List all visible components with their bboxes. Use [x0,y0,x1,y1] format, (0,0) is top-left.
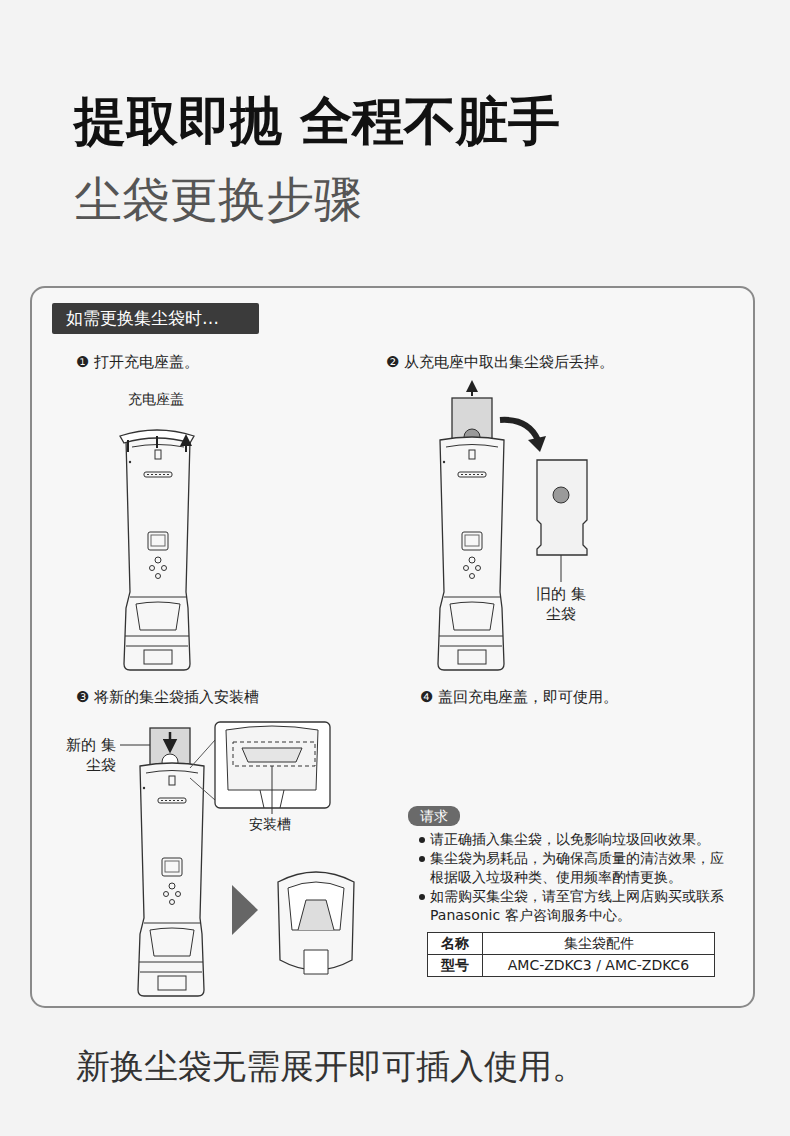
badge-text: 请求 [408,806,460,826]
table-cell: AMC-ZDKC3 / AMC-ZDKC6 [482,954,715,977]
request-badge: 请求 [408,806,460,826]
bullet-note: 如需购买集尘袋，请至官方线上网店购买或联系 Panasonic 客户咨询服务中心… [430,887,730,925]
section-header: 如需更换集尘袋时… [52,303,259,334]
table-cell: 名称 [427,932,483,955]
part-label: 新的 集尘袋 [66,736,116,775]
step-text: ❹ 盖回充电座盖，即可使用。 [420,688,618,708]
bullet-note: 集尘袋为易耗品，为确保高质量的清洁效果，应根据吸入垃圾种类、使用频率酌情更换。 [430,849,730,887]
part-label: 安装槽 [249,815,291,833]
page-subtitle: 尘袋更换步骤 [74,168,362,230]
page-title: 提取即抛 全程不脏手 [74,88,560,156]
step-text: ❶ 打开充电座盖。 [76,353,199,373]
part-label: 充电座盖 [128,390,184,408]
table-cell: 集尘袋配件 [482,932,715,955]
part-label: 旧的 集尘袋 [535,585,587,624]
step-text: ❸ 将新的集尘袋插入安装槽 [76,688,259,708]
step-text: ❷ 从充电座中取出集尘袋后丢掉。 [386,353,614,373]
page-caption: 新换尘袋无需展开即可插入使用。 [76,1044,586,1088]
bullet-note: 请正确插入集尘袋，以免影响垃圾回收效果。 [430,830,730,849]
table-cell: 型号 [427,954,483,977]
